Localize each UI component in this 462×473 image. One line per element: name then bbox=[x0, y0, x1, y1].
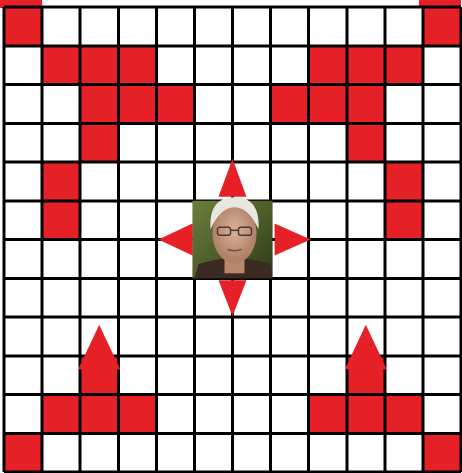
red-tile-r2-c4 bbox=[156, 85, 194, 124]
center-portrait bbox=[192, 197, 272, 278]
red-tile-r1-c1 bbox=[42, 46, 80, 85]
red-tile-r0-c11 bbox=[423, 7, 461, 46]
red-tile-r2-c3 bbox=[118, 85, 156, 124]
red-tile-r10-c1 bbox=[42, 395, 80, 434]
red-tile-r10-c3 bbox=[118, 395, 156, 434]
red-tile-r4-c1 bbox=[42, 162, 80, 201]
red-tile-r4-c10 bbox=[385, 162, 423, 201]
red-tile-r10-c10 bbox=[385, 395, 423, 434]
red-tile-r10-c8 bbox=[309, 395, 347, 434]
red-tile-r1-c3 bbox=[118, 46, 156, 85]
red-tile-r1-c9 bbox=[347, 46, 385, 85]
red-tile-r3-c9 bbox=[347, 123, 385, 162]
red-tile-r5-c1 bbox=[42, 201, 80, 240]
red-tile-r5-c10 bbox=[385, 201, 423, 240]
red-tile-r2-c8 bbox=[309, 85, 347, 124]
red-tile-r1-c8 bbox=[309, 46, 347, 85]
red-tile-r3-c2 bbox=[80, 123, 118, 162]
red-tile-r11-c0 bbox=[4, 433, 42, 472]
red-tile-r2-c9 bbox=[347, 85, 385, 124]
red-tile-r2-c7 bbox=[271, 85, 309, 124]
red-tile-r0-c0 bbox=[4, 7, 42, 46]
red-tile-r10-c9 bbox=[347, 395, 385, 434]
red-tile-r10-c2 bbox=[80, 395, 118, 434]
red-tile-r2-c2 bbox=[80, 85, 118, 124]
red-tile-r1-c2 bbox=[80, 46, 118, 85]
red-tile-r11-c11 bbox=[423, 433, 461, 472]
red-tile-r1-c10 bbox=[385, 46, 423, 85]
